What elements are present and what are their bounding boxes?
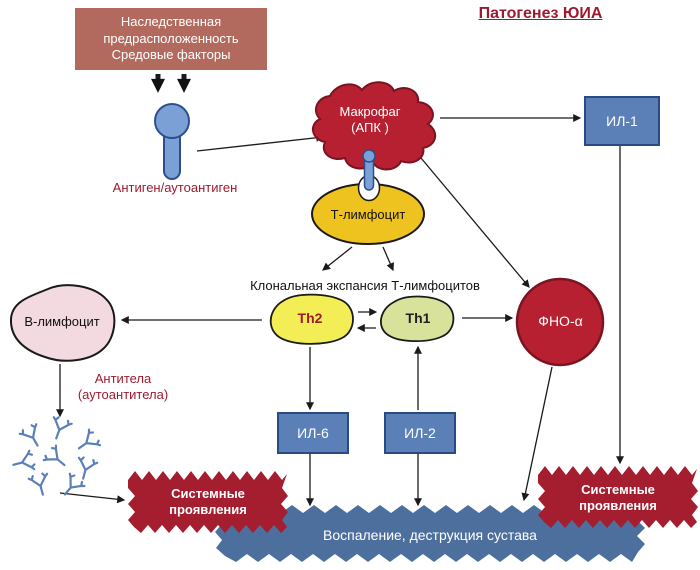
antibody-icon <box>46 414 74 443</box>
il2-box: ИЛ-2 <box>384 412 456 454</box>
page-title: Патогенез ЮИА <box>478 5 603 22</box>
antibody-icon <box>41 443 72 474</box>
macrophage-label: Макрофаг (АПК ) <box>339 104 401 135</box>
th1-label: Th1 <box>405 310 431 326</box>
heredity-box: Наследственная предрасположенность Средо… <box>75 8 267 70</box>
arrow-tcell-to-expansion <box>382 246 394 272</box>
inflammation-label: Воспаление, деструкция сустава <box>323 527 537 543</box>
il6-box: ИЛ-6 <box>277 412 349 454</box>
tnf-alpha-label: ФНО-α <box>538 313 583 329</box>
arrow-antibodies-to-systemic-left <box>59 492 126 504</box>
antibody-icon <box>27 471 54 499</box>
tnf-alpha-shape <box>515 277 605 367</box>
antibody-icon <box>72 427 103 458</box>
antibody-icon <box>9 449 37 476</box>
t-lymphocyte-label: Т-лимфоцит <box>330 207 406 222</box>
antibody-icon <box>17 421 47 452</box>
b-lymphocyte-label: В-лимфоцит <box>24 314 100 329</box>
antigen-label: Антиген/аутоантиген <box>112 180 238 195</box>
systemic-right-label: Системные проявления <box>579 482 657 513</box>
heredity-arrows <box>151 74 191 93</box>
arrows <box>56 74 624 507</box>
antibody-icon <box>72 455 99 483</box>
antigen-icon <box>154 103 190 180</box>
macrophage-shape <box>312 81 437 171</box>
arrow-tnf-to-inflammation <box>521 366 553 502</box>
tcr-receptor-icon <box>362 149 376 191</box>
arrow-tcell-to-expansion <box>322 246 353 271</box>
antibodies-cluster <box>9 414 103 502</box>
clonal-expansion-label: Клональная экспансия Т-лимфоцитов <box>250 278 480 293</box>
il1-box: ИЛ-1 <box>584 96 660 146</box>
th1-shape <box>380 295 455 343</box>
inflammation-banner-shape <box>215 505 645 562</box>
th2-label: Th2 <box>297 310 323 326</box>
antibodies-label: Антитела (аутоантитела) <box>77 371 169 402</box>
arrow-antigen-to-macrophage <box>196 133 325 152</box>
systemic-left-label: Системные проявления <box>169 486 247 517</box>
antibody-icon <box>56 471 87 502</box>
arrow-macrophage-to-tnf <box>420 157 530 288</box>
th2-shape <box>269 293 354 345</box>
b-lymphocyte-shape <box>9 284 116 362</box>
